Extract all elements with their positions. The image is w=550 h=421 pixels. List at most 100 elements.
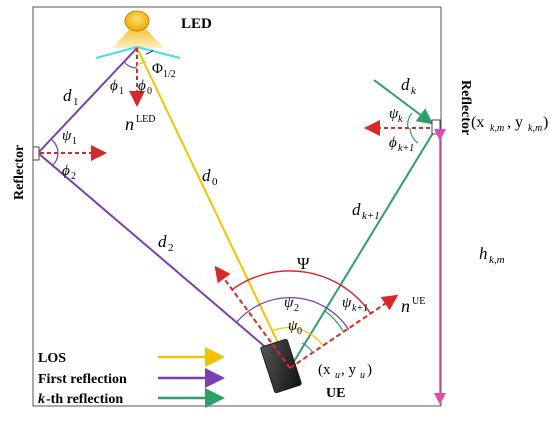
svg-text:ψ: ψ	[288, 318, 298, 334]
svg-text:2: 2	[168, 242, 174, 254]
phi0-angle-arc	[136, 60, 147, 65]
svg-text:ψ: ψ	[342, 295, 352, 311]
phi1-angle-arc	[123, 61, 138, 69]
label-n-led: n LED	[125, 114, 155, 134]
svg-text:0: 0	[212, 176, 218, 188]
svg-text:2: 2	[71, 171, 76, 182]
ue-fov-boundary-arrow	[214, 265, 291, 369]
svg-text:d: d	[158, 232, 167, 251]
svg-text:ϕ: ϕ	[389, 135, 397, 151]
svg-text:k,m: k,m	[490, 123, 504, 134]
kth-reflection-incident-line	[373, 79, 434, 125]
ue-label: UE	[326, 386, 345, 401]
svg-text:): )	[367, 362, 372, 378]
svg-text:d: d	[63, 86, 72, 105]
psik-angle-arc	[407, 112, 413, 129]
svg-text:h: h	[479, 244, 488, 263]
label-phi1: ϕ 1	[110, 78, 124, 97]
svg-text:0: 0	[147, 86, 152, 97]
label-Phi-half: Φ 1/2	[152, 61, 176, 80]
svg-text:1: 1	[119, 86, 124, 97]
svg-text:, y: , y	[507, 114, 523, 131]
svg-text:2: 2	[294, 303, 299, 314]
label-dk1: d k+1	[352, 200, 380, 222]
psik1-angle-arc	[324, 310, 344, 332]
svg-text:k+1: k+1	[398, 143, 414, 154]
Psi-angle-arc	[232, 270, 372, 315]
legend: LOS First reflection k -th reflection	[38, 347, 225, 408]
svg-text:Ψ: Ψ	[297, 254, 310, 273]
left-reflector-label: Reflector	[12, 145, 27, 200]
label-hkm: h k,m	[479, 244, 505, 266]
svg-text:0: 0	[297, 326, 302, 337]
led-icon	[124, 10, 150, 32]
svg-text:ϕ: ϕ	[110, 78, 118, 94]
svg-text:d: d	[352, 200, 361, 219]
svg-text:k: k	[38, 392, 45, 407]
ue-normal-arrow	[289, 294, 399, 369]
label-psi0: ψ 0	[288, 318, 302, 337]
label-dk: d k	[401, 75, 417, 97]
svg-text:k+1: k+1	[352, 303, 368, 314]
svg-text:(x: (x	[471, 114, 484, 131]
svg-text:Φ: Φ	[152, 61, 163, 77]
legend-item-kth-reflection: k -th reflection	[38, 388, 225, 408]
svg-text:First reflection: First reflection	[38, 372, 127, 387]
svg-text:d: d	[401, 75, 410, 94]
label-phi0: ϕ 0	[138, 78, 152, 97]
label-phik1: ϕ k+1	[389, 135, 414, 154]
label-ue-coordinates: (x u , y u )	[318, 362, 372, 381]
svg-text:-th reflection: -th reflection	[46, 392, 123, 407]
svg-text:ϕ: ϕ	[138, 78, 146, 94]
label-d1: d 1	[63, 86, 79, 108]
left-reflector-element	[32, 146, 40, 161]
led-fov-right-line	[136, 46, 181, 59]
led-fov-left-line	[95, 46, 138, 59]
svg-text:(x: (x	[318, 362, 331, 378]
label-d0: d 0	[202, 166, 218, 188]
legend-item-first-reflection: First reflection	[38, 368, 225, 388]
label-psik: ψ k	[389, 106, 403, 125]
first-reflection-reflected-line	[37, 152, 291, 369]
svg-text:1/2: 1/2	[163, 69, 176, 80]
kth-ue-angle-arc	[301, 342, 314, 354]
svg-text:): )	[543, 114, 548, 131]
led-label: LED	[181, 16, 212, 32]
psi1-angle-arc	[51, 139, 59, 154]
svg-text:k,m: k,m	[528, 123, 542, 134]
svg-text:ψ: ψ	[389, 106, 399, 122]
label-reflector-coordinates: (x k,m , y k,m )	[471, 114, 548, 134]
psi2-angle-arc	[235, 297, 350, 331]
svg-text:k: k	[398, 114, 403, 125]
label-psi2: ψ 2	[284, 295, 299, 314]
label-d2: d 2	[158, 232, 174, 254]
svg-text:u: u	[335, 370, 340, 381]
label-n-ue: n UE	[401, 296, 425, 316]
svg-text:n: n	[125, 114, 134, 134]
svg-text:k: k	[411, 85, 417, 97]
label-Psi: Ψ	[297, 254, 310, 273]
svg-text:LED: LED	[136, 114, 155, 125]
svg-text:d: d	[202, 166, 211, 185]
los-path-line	[136, 47, 291, 369]
svg-text:UE: UE	[412, 296, 425, 307]
phik1-angle-arc	[409, 127, 419, 144]
led-light-cone	[112, 30, 164, 48]
svg-text:k,m: k,m	[489, 254, 505, 266]
svg-text:ϕ: ϕ	[62, 163, 70, 179]
legend-item-los: LOS	[38, 347, 225, 367]
psi0-angle-arc	[271, 327, 324, 347]
label-psik1: ψ k+1	[342, 295, 368, 314]
svg-text:ψ: ψ	[284, 295, 294, 311]
kth-reflection-reflected-line	[289, 127, 437, 369]
svg-text:, y: , y	[341, 362, 357, 378]
svg-text:u: u	[360, 370, 365, 381]
Phi-half-angle-arc	[145, 49, 154, 55]
first-reflection-incident-line	[37, 47, 138, 154]
ue-device	[260, 338, 302, 394]
svg-text:k+1: k+1	[362, 210, 380, 222]
phi2-angle-arc	[51, 152, 59, 167]
svg-text:ψ: ψ	[62, 128, 72, 144]
label-phi2: ϕ 2	[62, 163, 76, 182]
